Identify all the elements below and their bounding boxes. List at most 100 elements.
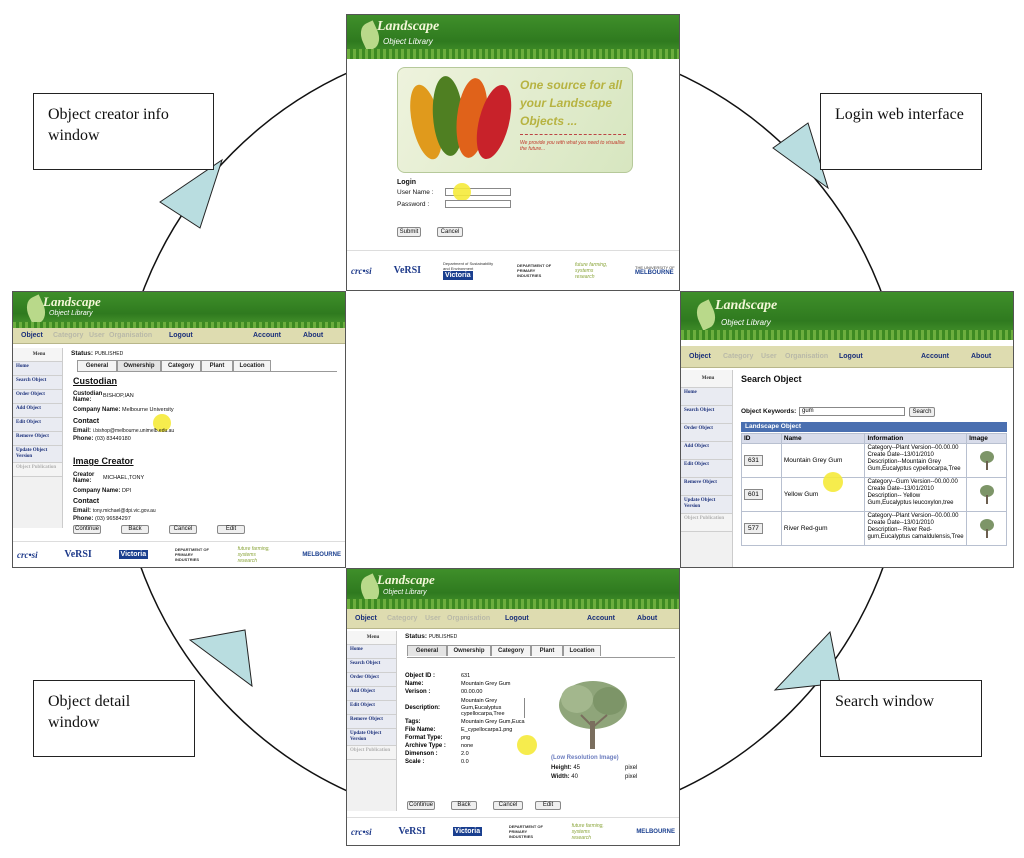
search-button[interactable]: Search (909, 407, 935, 417)
menu-item[interactable]: Remove Object (13, 432, 62, 446)
menu-item[interactable]: Add Object (681, 442, 732, 460)
menu-item[interactable]: Update Object Version (347, 729, 396, 746)
cancel-button[interactable]: Cancel (493, 801, 523, 810)
menu-item[interactable]: Update Object Version (13, 446, 62, 463)
continue-button[interactable]: Continue (73, 525, 101, 534)
menu-item[interactable]: Remove Object (681, 478, 732, 496)
menu-item[interactable]: Edit Object (681, 460, 732, 478)
nav-account[interactable]: Account (921, 353, 949, 360)
continue-button[interactable]: Continue (407, 801, 435, 810)
tab-plant[interactable]: Plant (201, 360, 233, 371)
gum-tree-icon (559, 681, 627, 749)
versi-logo: VeRSI (393, 265, 422, 276)
menu-item[interactable]: Order Object (347, 673, 396, 687)
menu-item[interactable]: Object Publication (347, 746, 396, 760)
nav-organisation[interactable]: Organisation (109, 332, 153, 339)
row-id-button[interactable]: 601 (744, 489, 763, 500)
menu-item[interactable]: Order Object (13, 390, 62, 404)
tab-plant[interactable]: Plant (531, 645, 563, 656)
nav-user[interactable]: User (89, 332, 105, 339)
menu-heading: Menu (681, 370, 732, 388)
username-input[interactable] (445, 188, 511, 196)
brand-name: Landscape (377, 19, 440, 34)
back-button[interactable]: Back (121, 525, 149, 534)
nav-organisation[interactable]: Organisation (447, 615, 491, 622)
cancel-button[interactable]: Cancel (169, 525, 197, 534)
nav-category[interactable]: Category (53, 332, 84, 339)
menu-item[interactable]: Add Object (13, 404, 62, 418)
tab-category[interactable]: Category (161, 360, 201, 371)
row-id-button[interactable]: 577 (744, 523, 763, 534)
creator-company-value: DPI (122, 488, 132, 494)
back-button[interactable]: Back (451, 801, 477, 810)
melbourne-logo: MELBOURNE (302, 551, 341, 558)
tab-general[interactable]: General (77, 360, 117, 371)
height-label: Height: (551, 765, 572, 771)
nav-object[interactable]: Object (355, 615, 377, 622)
menu-item[interactable]: Object Publication (13, 463, 62, 477)
tab-general[interactable]: General (407, 645, 447, 656)
keyword-input[interactable]: gum (799, 407, 905, 416)
tab-ownership[interactable]: Ownership (447, 645, 491, 656)
password-input[interactable] (445, 200, 511, 208)
nav-about[interactable]: About (971, 353, 992, 360)
menu-item[interactable]: Object Publication (681, 514, 732, 532)
menu-item[interactable]: Search Object (347, 659, 396, 673)
menu-item[interactable]: Home (347, 645, 396, 659)
nav-organisation[interactable]: Organisation (785, 353, 829, 360)
nav-account[interactable]: Account (253, 332, 281, 339)
tab-ownership[interactable]: Ownership (117, 360, 161, 371)
nav-user[interactable]: User (761, 353, 777, 360)
nav-category[interactable]: Category (723, 353, 754, 360)
cancel-button[interactable]: Cancel (437, 227, 463, 237)
height-value: 45 (573, 765, 581, 771)
email-value: i.bishop@melbourne.unimelb.edu.au (92, 428, 175, 434)
menu-item[interactable]: Edit Object (347, 701, 396, 715)
nav-about[interactable]: About (637, 615, 658, 622)
col-name[interactable]: Name (780, 433, 866, 444)
nav-object[interactable]: Object (689, 353, 711, 360)
menu-item[interactable]: Add Object (347, 687, 396, 701)
nav-logout[interactable]: Logout (169, 332, 193, 339)
col-information[interactable]: Information (864, 433, 968, 444)
menu-item[interactable]: Remove Object (347, 715, 396, 729)
nav-category[interactable]: Category (387, 615, 418, 622)
tab-location[interactable]: Location (233, 360, 271, 371)
menu-item[interactable]: Home (13, 362, 62, 376)
future-farming-logo: future farming, systems research (575, 261, 608, 280)
menu-item[interactable]: Home (681, 388, 732, 406)
tab-category[interactable]: Category (491, 645, 531, 656)
nav-account[interactable]: Account (587, 615, 615, 622)
melb-top-text: THE UNIVERSITY OF (635, 265, 675, 270)
detail-field-row: File Name:E_cypellocarpa1.png (405, 727, 545, 735)
row-info: Category--Plant Version--00.00.00 Create… (864, 511, 968, 546)
menu-item[interactable]: Search Object (681, 406, 732, 424)
detail-field-row: Format Type:png (405, 735, 545, 743)
menu-item[interactable]: Update Object Version (681, 496, 732, 514)
edit-button[interactable]: Edit (535, 801, 561, 810)
menu-item[interactable]: Edit Object (13, 418, 62, 432)
row-id-button[interactable]: 631 (744, 455, 763, 466)
nav-user[interactable]: User (425, 615, 441, 622)
nav-logout[interactable]: Logout (839, 353, 863, 360)
detail-field-value: none (461, 743, 474, 749)
nav-object[interactable]: Object (21, 332, 43, 339)
brand-subtitle: Object Library (383, 589, 427, 596)
edit-button[interactable]: Edit (217, 525, 245, 534)
menu-item[interactable]: Order Object (681, 424, 732, 442)
row-id-cell: 601 (741, 477, 782, 512)
creator-screenshot: Landscape Object Library Object Category… (12, 291, 346, 568)
nav-about[interactable]: About (303, 332, 324, 339)
detail-screenshot: Landscape Object Library Object Category… (346, 568, 680, 846)
row-thumbnail (966, 443, 1007, 478)
versi-logo: VeRSI (64, 549, 92, 560)
submit-button[interactable]: Submit (397, 227, 421, 237)
tab-location[interactable]: Location (563, 645, 601, 656)
nav-logout[interactable]: Logout (505, 615, 529, 622)
menu-item[interactable]: Search Object (13, 376, 62, 390)
